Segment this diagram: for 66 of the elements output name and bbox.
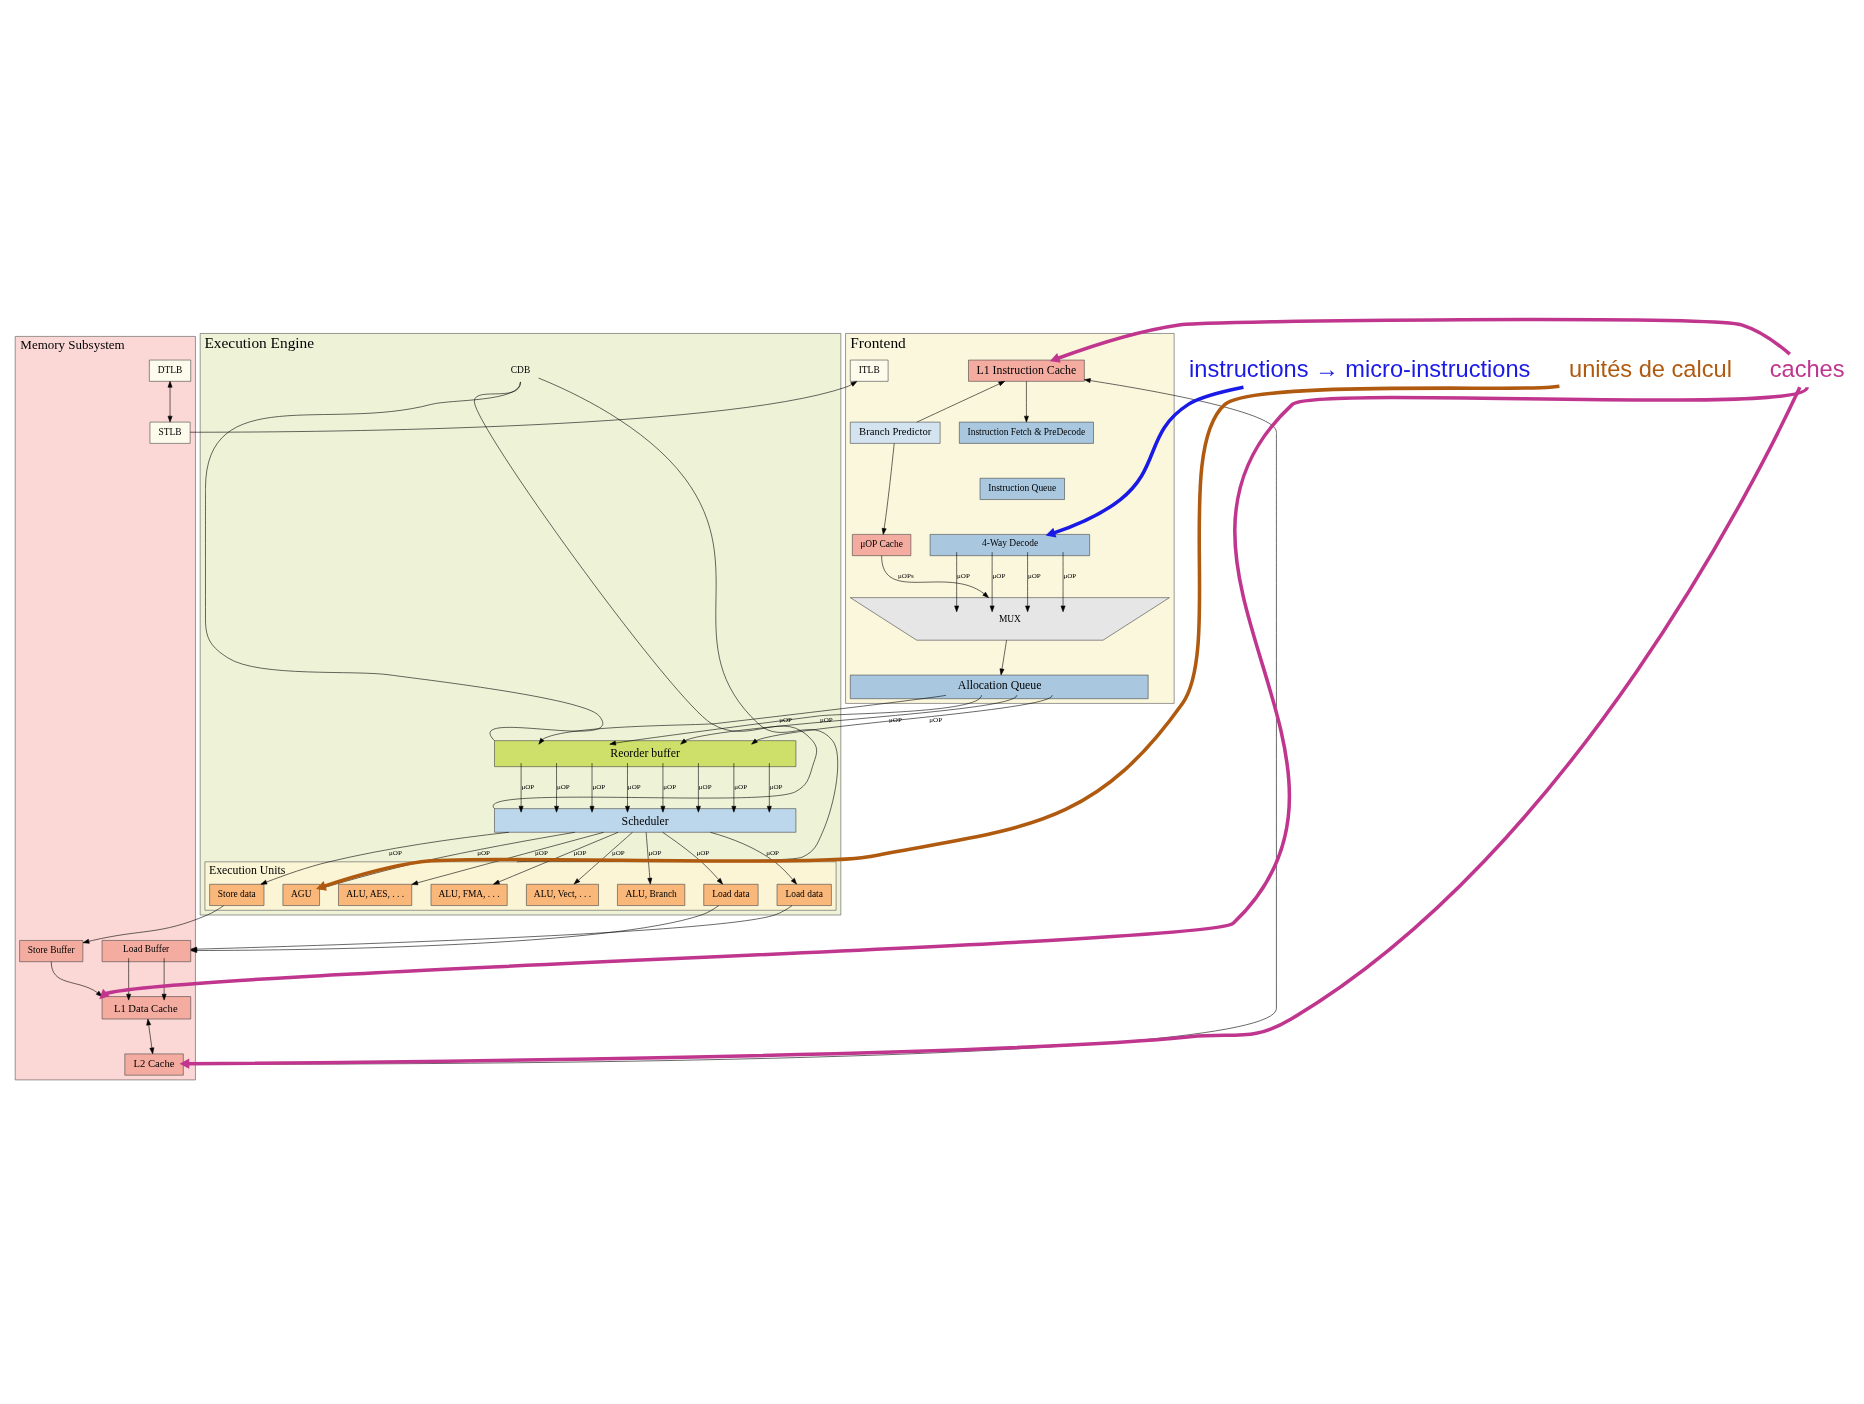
arrow xyxy=(989,551,995,613)
arrow xyxy=(260,832,510,885)
node-box: Store Buffer xyxy=(19,940,84,962)
connector xyxy=(205,381,604,741)
node-box: L1 Data Cache xyxy=(101,996,191,1020)
arrow xyxy=(625,762,630,813)
node-box: μOP Cache xyxy=(852,534,912,556)
arrow xyxy=(660,762,666,813)
arrow xyxy=(146,1018,155,1055)
node-box: AGU xyxy=(282,884,320,906)
arrow xyxy=(881,443,895,535)
arrow xyxy=(662,832,723,885)
arrow xyxy=(518,762,524,813)
node-text: caches xyxy=(1769,355,1845,382)
node-box: Load data xyxy=(703,884,759,906)
arrow xyxy=(589,762,595,813)
arrow xyxy=(50,961,103,997)
arrow xyxy=(1045,385,1244,538)
arrow xyxy=(161,957,167,1001)
node-text: CDB xyxy=(510,364,531,375)
arrow xyxy=(680,694,1018,745)
arrow xyxy=(167,381,173,423)
arrow xyxy=(766,762,772,813)
arrow xyxy=(573,832,633,885)
arrow xyxy=(999,639,1007,676)
node-box: ITLB xyxy=(850,359,889,382)
arrow xyxy=(1049,317,1791,363)
arrow xyxy=(1024,381,1029,423)
node-box: ALU, FMA, . . . xyxy=(430,884,508,906)
node-box: ALU, Vect, . . . xyxy=(526,884,599,906)
node-box: 4-Way Decode xyxy=(929,534,1090,556)
arrow xyxy=(126,957,132,1001)
arrow xyxy=(916,381,1006,423)
node-box: Allocation Queue xyxy=(850,674,1149,699)
arrow xyxy=(189,381,858,433)
arrow xyxy=(609,694,982,746)
arrow xyxy=(493,832,619,885)
arrow xyxy=(710,832,797,885)
arrow xyxy=(954,551,960,613)
arrow xyxy=(1025,551,1030,613)
arrow xyxy=(538,694,947,745)
node-box: Instruction Queue xyxy=(979,477,1065,500)
node-box: ALU, AES, . . . xyxy=(338,884,413,906)
node-box: L2 Cache xyxy=(124,1053,184,1076)
node-box: ALU, Branch xyxy=(617,884,686,906)
node-box: Store data xyxy=(209,884,265,906)
node-box: Instruction Fetch & PreDecode xyxy=(959,421,1094,444)
arrow xyxy=(881,555,989,598)
node-box: L1 Instruction Cache xyxy=(968,359,1085,382)
node-box: Load Buffer xyxy=(101,940,191,962)
arrow xyxy=(411,832,604,886)
node-box: Branch Predictor xyxy=(850,421,941,444)
arrow xyxy=(1060,551,1066,613)
node-text: instructions → micro-instructions xyxy=(1189,355,1531,382)
node-text: unités de calcul xyxy=(1569,355,1732,382)
node-box: STLB xyxy=(149,421,191,444)
arrow xyxy=(82,905,224,944)
arrow xyxy=(696,762,701,813)
node-box: Load data xyxy=(776,884,832,906)
connector xyxy=(474,381,817,809)
arrow xyxy=(554,762,559,813)
arrow xyxy=(645,832,653,885)
arrow xyxy=(751,694,1053,745)
node-box: Scheduler xyxy=(494,808,797,833)
arrow xyxy=(731,762,737,813)
node-box: DTLB xyxy=(149,359,191,382)
